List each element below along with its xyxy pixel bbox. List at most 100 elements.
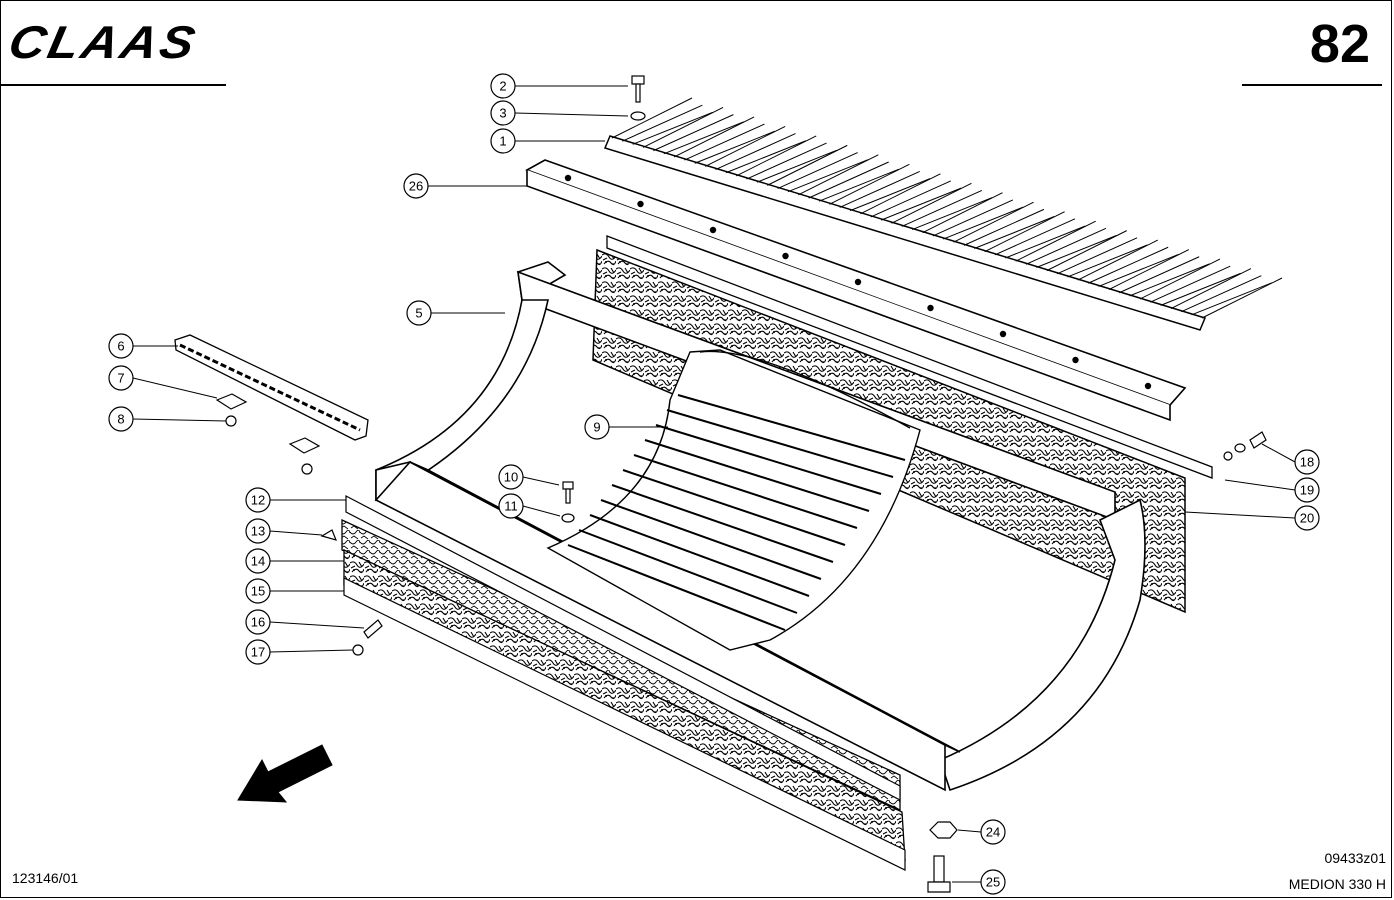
callout-circle — [245, 487, 271, 513]
callout-15: 15 — [245, 578, 344, 604]
leader-line — [269, 621, 365, 629]
callout-20: 20 — [1184, 505, 1320, 531]
direction-arrow-icon — [237, 744, 333, 803]
callout-label: 2 — [499, 79, 506, 94]
callout-circle — [1294, 477, 1320, 503]
callout-3: 3 — [490, 100, 629, 126]
callout-label: 19 — [1300, 483, 1314, 498]
bar-hole — [854, 278, 862, 286]
part-26-flat-bar — [525, 159, 1187, 422]
grate-bar — [644, 439, 870, 512]
callout-label: 25 — [986, 875, 1000, 890]
leader-line — [522, 476, 560, 486]
bar-hole — [1072, 356, 1079, 364]
comb-tine — [932, 199, 1014, 237]
part-3-washer — [630, 111, 646, 121]
callout-13: 13 — [245, 518, 323, 544]
leader-line — [269, 649, 354, 653]
callout-label: 15 — [251, 584, 265, 599]
leader-line — [1224, 479, 1296, 491]
leader-line — [269, 530, 323, 536]
comb-tine — [1191, 282, 1272, 316]
hardware-items — [215, 75, 1267, 893]
part-17-nut — [352, 644, 364, 656]
part-24-nut — [929, 821, 958, 839]
part-13-rivet — [320, 529, 338, 541]
callout-label: 20 — [1300, 511, 1314, 526]
callout-label: 5 — [415, 306, 422, 321]
comb-tine — [622, 104, 703, 142]
comb-tine — [715, 133, 796, 171]
bar-hole — [999, 330, 1007, 338]
callout-circle — [980, 819, 1006, 845]
comb-tine — [798, 154, 879, 196]
callout-6: 6 — [108, 333, 178, 359]
figure-code: 09433z01 — [1324, 850, 1386, 866]
comb-tine — [673, 116, 755, 158]
model-name: MEDION 330 H — [1288, 876, 1386, 892]
comb-tine — [1087, 246, 1169, 284]
comb-tine — [901, 189, 983, 227]
callout-label: 18 — [1300, 455, 1314, 470]
comb-tine — [922, 192, 1003, 234]
comb-tine — [1129, 263, 1210, 297]
grate-bar — [567, 544, 786, 631]
comb-tine — [1108, 249, 1190, 291]
callout-circle — [498, 464, 524, 490]
bar-hole — [564, 174, 572, 182]
comb-tine — [632, 111, 713, 145]
callout-16: 16 — [245, 609, 365, 635]
callout-17: 17 — [245, 639, 354, 665]
callout-circle — [403, 173, 429, 199]
callout-label: 17 — [251, 645, 265, 660]
comb-tine — [611, 97, 693, 139]
part-6-serrated-knife — [174, 334, 369, 441]
callout-label: 3 — [499, 106, 506, 121]
comb-tine — [891, 182, 972, 224]
comb-tine — [663, 121, 744, 155]
leader-line — [514, 112, 629, 117]
part-8-nut-b — [301, 463, 313, 475]
comb-tine — [756, 149, 838, 183]
comb-tine — [974, 216, 1055, 249]
comb-tine — [839, 171, 920, 208]
header-rule-right — [1242, 84, 1382, 86]
comb-tine — [911, 197, 993, 231]
leader-line — [1184, 511, 1296, 519]
callout-25: 25 — [952, 869, 1006, 895]
bar-hole — [927, 304, 934, 312]
part-2-bolt-head — [631, 75, 645, 85]
comb-tine — [870, 180, 951, 218]
header-rule-left — [0, 84, 226, 86]
callout-label: 12 — [251, 493, 265, 508]
leader-line — [132, 377, 218, 399]
comb-tine — [777, 152, 858, 189]
callout-label: 9 — [593, 420, 600, 435]
comb-tine — [694, 130, 775, 164]
part-7-plate-b — [288, 437, 321, 454]
comb-tine — [943, 206, 1024, 240]
comb-tine — [994, 218, 1076, 256]
comb-tine — [953, 201, 1034, 243]
part-18-bolt — [1249, 431, 1267, 449]
callout-label: 24 — [986, 825, 1000, 840]
comb-tine — [1150, 265, 1231, 303]
callout-circle — [245, 639, 271, 665]
comb-tine — [1181, 275, 1262, 313]
bar-hole — [709, 226, 717, 234]
comb-tine — [1025, 227, 1107, 265]
comb-tine — [829, 163, 910, 205]
part-10-bolt-shank — [565, 488, 571, 504]
callout-label: 26 — [409, 179, 423, 194]
callout-1: 1 — [490, 128, 605, 154]
comb-tine — [653, 114, 734, 152]
comb-tine — [1139, 258, 1221, 300]
comb-tine — [1160, 272, 1241, 306]
comb-tine — [1036, 235, 1117, 268]
part-9-concave-grate — [546, 349, 921, 651]
comb-tine — [787, 159, 869, 193]
comb-tine — [725, 140, 807, 174]
